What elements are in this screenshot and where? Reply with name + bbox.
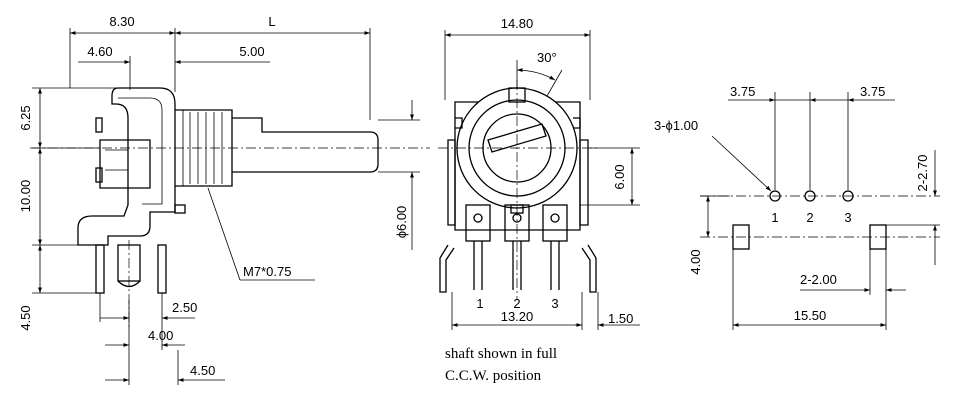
dim-460-label: 4.60 xyxy=(87,44,112,59)
dim-250-label: 2.50 xyxy=(172,300,197,315)
dim-1320-label: 13.20 xyxy=(501,309,534,324)
dim-450v-label: 4.50 xyxy=(18,305,33,330)
dim-150-label: 1.50 xyxy=(608,311,633,326)
pcb-pin-2: 2 xyxy=(806,210,813,225)
front-view: 14.80 30° 1 2 xyxy=(438,16,640,384)
pcb-view: 3.75 3.75 3-ϕ1.00 1 2 3 2-2.70 4.00 2-2.… xyxy=(654,84,940,330)
dim-1000-label: 10.00 xyxy=(18,180,33,213)
dim-375-right: 3.75 xyxy=(860,84,885,99)
dim-1550-label: 15.50 xyxy=(794,308,827,323)
dim-200-label: 2-2.00 xyxy=(800,272,837,287)
dim-625-label: 6.25 xyxy=(18,105,33,130)
dim-1480-label: 14.80 xyxy=(501,16,534,31)
dim-400-label: 4.00 xyxy=(688,249,703,274)
thread-label: M7*0.75 xyxy=(243,264,291,279)
dim-500-label: 5.00 xyxy=(239,44,264,59)
dim-450h-label: 4.50 xyxy=(190,363,215,378)
note-line-1: shaft shown in full xyxy=(445,346,557,362)
front-pin-1: 1 xyxy=(476,296,483,311)
front-pin-3: 3 xyxy=(551,296,558,311)
angle-label: 30° xyxy=(537,50,557,65)
pcb-pin-3: 3 xyxy=(844,210,851,225)
dim-830-label: 8.30 xyxy=(109,14,134,29)
dim-270-label: 2-2.70 xyxy=(915,155,930,192)
dim-L-label: L xyxy=(268,14,275,29)
front-pin-2: 2 xyxy=(513,296,520,311)
dim-600-label: 6.00 xyxy=(612,164,627,189)
shaft-dia-label: ϕ6.00 xyxy=(394,206,409,239)
side-view: 8.30 L 4.60 5.00 6.25 10.00 4.50 xyxy=(18,14,430,385)
dim-375-left: 3.75 xyxy=(730,84,755,99)
note-line-2: C.C.W. position xyxy=(445,368,542,384)
pcb-pin-1: 1 xyxy=(771,210,778,225)
hole-spec-label: 3-ϕ1.00 xyxy=(654,118,698,133)
dim-400h-label: 4.00 xyxy=(148,328,173,343)
